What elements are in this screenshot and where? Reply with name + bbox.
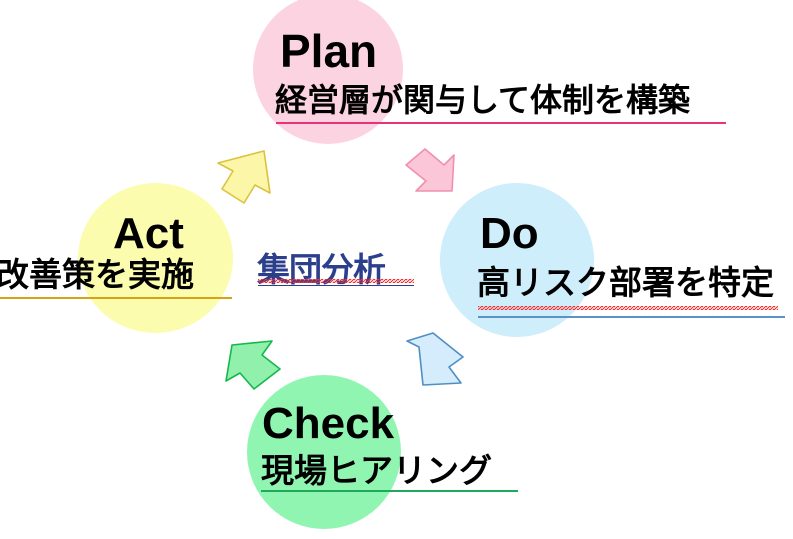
underline-act — [0, 297, 232, 299]
node-subtitle-act-wrap: 改善策を実施 — [0, 258, 194, 291]
spellcheck-underline-center — [258, 279, 414, 283]
node-text-act: Act — [113, 212, 184, 256]
arrow-do-to-check — [406, 332, 464, 386]
spellcheck-underline-do — [478, 306, 778, 310]
node-title-act: Act — [113, 209, 184, 258]
arrow-check-to-act — [225, 340, 281, 390]
underline-do — [478, 316, 785, 318]
node-text-plan: Plan 経営層が関与して体制を構築 — [275, 25, 690, 116]
underline-center — [258, 285, 414, 286]
node-subtitle-check: 現場ヒアリング — [261, 452, 492, 489]
circle-plan — [253, 0, 403, 144]
node-subtitle-plan: 経営層が関与して体制を構築 — [275, 82, 691, 118]
node-title-plan: Plan — [280, 25, 378, 77]
node-subtitle-act: 改善策を実施 — [0, 256, 194, 293]
arrow-act-to-plan — [217, 150, 271, 204]
circle-do — [440, 183, 594, 337]
circle-check — [247, 375, 401, 529]
node-title-check: Check — [262, 399, 395, 448]
node-subtitle-do: 高リスク部署を特定 — [477, 264, 774, 301]
arrow-plan-to-do — [405, 148, 455, 192]
node-text-check: Check 現場ヒアリング — [261, 399, 492, 489]
circle-act — [78, 183, 233, 333]
center-label: 集団分析 — [257, 251, 386, 288]
node-text-do: Do 高リスク部署を特定 — [477, 209, 774, 301]
underline-check — [261, 490, 518, 492]
underline-plan — [276, 122, 726, 124]
node-title-do: Do — [480, 209, 539, 258]
